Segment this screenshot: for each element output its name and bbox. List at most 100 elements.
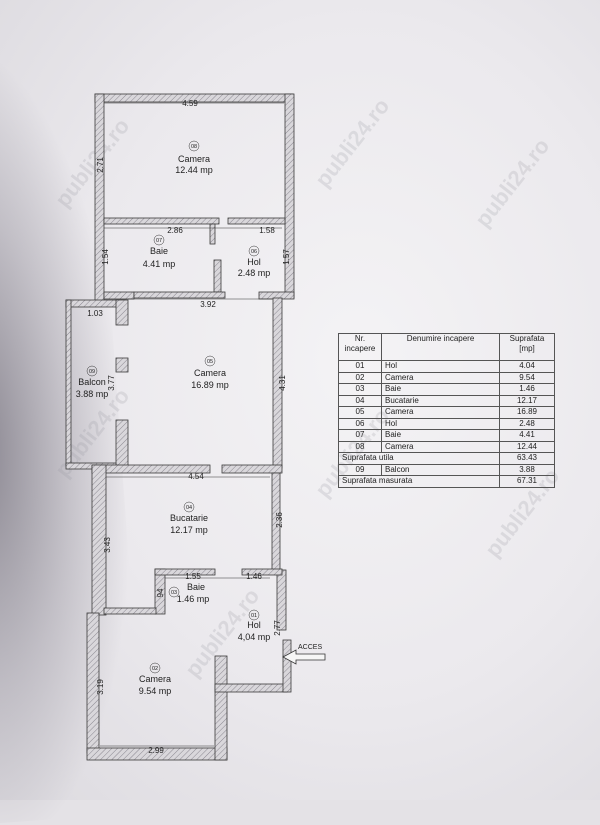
table-cell: Baie [381,383,500,396]
table-cell: Bucatarie [381,394,500,407]
table-header: Denumire incapere [381,333,500,361]
dim-cam02-height: 3.19 [96,679,105,695]
floor-plan: 4.59 2.71 2.86 1.58 1.54 1.57 3.92 1.03 … [65,93,326,761]
room-number: 01 [251,613,257,619]
table-cell: 01 [338,360,382,373]
dim-baie07-height: 1.54 [101,249,110,265]
table-cell: Camera [381,406,500,419]
room-name: Camera [139,674,171,684]
dim-buc-right-height: 2.36 [275,512,284,528]
dim-hol06-height: 1.57 [282,249,291,265]
room-number: 08 [191,144,197,150]
dim-balcon-height: 3.77 [107,375,116,391]
table-header-row: Nr. incapere Denumire incapere Suprafata… [338,333,555,361]
dim-cam05-width: 3.92 [200,300,216,309]
table-cell: 05 [338,406,382,419]
dim-baie03-right: 1.46 [246,572,262,581]
room-number: 06 [251,249,257,255]
dim-buc-height: 3.43 [103,537,112,553]
masurata-label: Suprafata masurata [338,475,500,488]
dim-cam05-height: 4.31 [278,375,287,391]
table-cell: 4.41 [499,429,555,442]
dim-baie07-width: 2.86 [167,226,183,235]
dim-cam08-height: 2.71 [96,157,105,173]
room-area: 16.89 mp [191,380,229,390]
table-cell: Hol [381,360,500,373]
dim-top-width: 4.59 [182,99,198,108]
table-header: Suprafata [mp] [499,333,555,361]
table-cell: Hol [381,417,500,430]
room-name: Balcon [78,377,106,387]
table-cell: 2.48 [499,417,555,430]
table-cell: 04 [338,394,382,407]
dim-baie03-width: 1.55 [185,572,201,581]
dim-hol01-height: 2.77 [273,620,282,636]
dim-baie03-height: 94 [156,588,165,597]
room-name: Baie [187,582,205,592]
room-name: Baie [150,246,168,256]
table-cell: 07 [338,429,382,442]
dim-hol06-width: 1.58 [259,226,275,235]
wall-left-upper [94,93,105,305]
dim-balcon-width: 1.03 [87,309,103,318]
dimension-labels: 4.59 2.71 2.86 1.58 1.54 1.57 3.92 1.03 … [87,99,291,755]
table-cell: Camera [381,371,500,384]
table-cell: 1.46 [499,383,555,396]
room-number: 02 [152,666,158,672]
room-area: 4.41 mp [143,259,176,269]
dim-buc-width: 4.54 [188,472,204,481]
table-cell: 03 [338,383,382,396]
dimension-lines [100,102,284,747]
room-area: 4,04 mp [238,632,271,642]
room-name: Bucatarie [170,513,208,523]
table-cell: 4.04 [499,360,555,373]
table-row-balcon: 09 Balcon 3.88 [338,463,555,476]
utila-value: 63.43 [499,452,555,465]
table-cell: 02 [338,371,382,384]
masurata-value: 67.31 [499,475,555,488]
table-cell: Baie [381,429,500,442]
utila-label: Suprafata utila [338,452,500,465]
room-area: 1.46 mp [177,594,210,604]
room-area: 9.54 mp [139,686,172,696]
table-cell: 06 [338,417,382,430]
room-number: 04 [186,505,192,511]
table-row-utila: Suprafata utila 63.43 [338,452,555,465]
room-name: Hol [247,620,261,630]
room-number: 05 [207,359,213,365]
table-cell: 12.17 [499,394,555,407]
room-area: 3.88 mp [76,389,109,399]
room-name: Camera [194,368,226,378]
dim-cam02-width: 2.99 [148,746,164,755]
table-cell: Camera [381,440,500,453]
access-label: ACCES [298,644,322,651]
table-cell: 16.89 [499,406,555,419]
table-cell: 9.54 [499,371,555,384]
room-number: 09 [89,369,95,375]
room-name: Camera [178,154,210,164]
table-header: Nr. incapere [338,333,382,361]
area-table: Nr. incapere Denumire incapere Suprafata… [338,333,555,488]
room-labels: 08 Camera 12.44 mp 07 Baie 4.41 mp 06 Ho… [76,140,271,696]
access-arrow-icon: ACCES [282,644,326,665]
room-area: 12.17 mp [170,525,208,535]
table-cell: 12.44 [499,440,555,453]
room-area: 12.44 mp [175,165,213,175]
walls [65,93,295,761]
room-number: 07 [156,238,162,244]
room-area: 2.48 mp [238,268,271,278]
table-row-masurata: Suprafata masurata 67.31 [338,475,555,488]
room-number: 03 [171,590,177,596]
wall-balcon-left [65,299,72,466]
room-name: Hol [247,257,261,267]
wall-right-upper [284,93,295,299]
table-cell: 08 [338,440,382,453]
